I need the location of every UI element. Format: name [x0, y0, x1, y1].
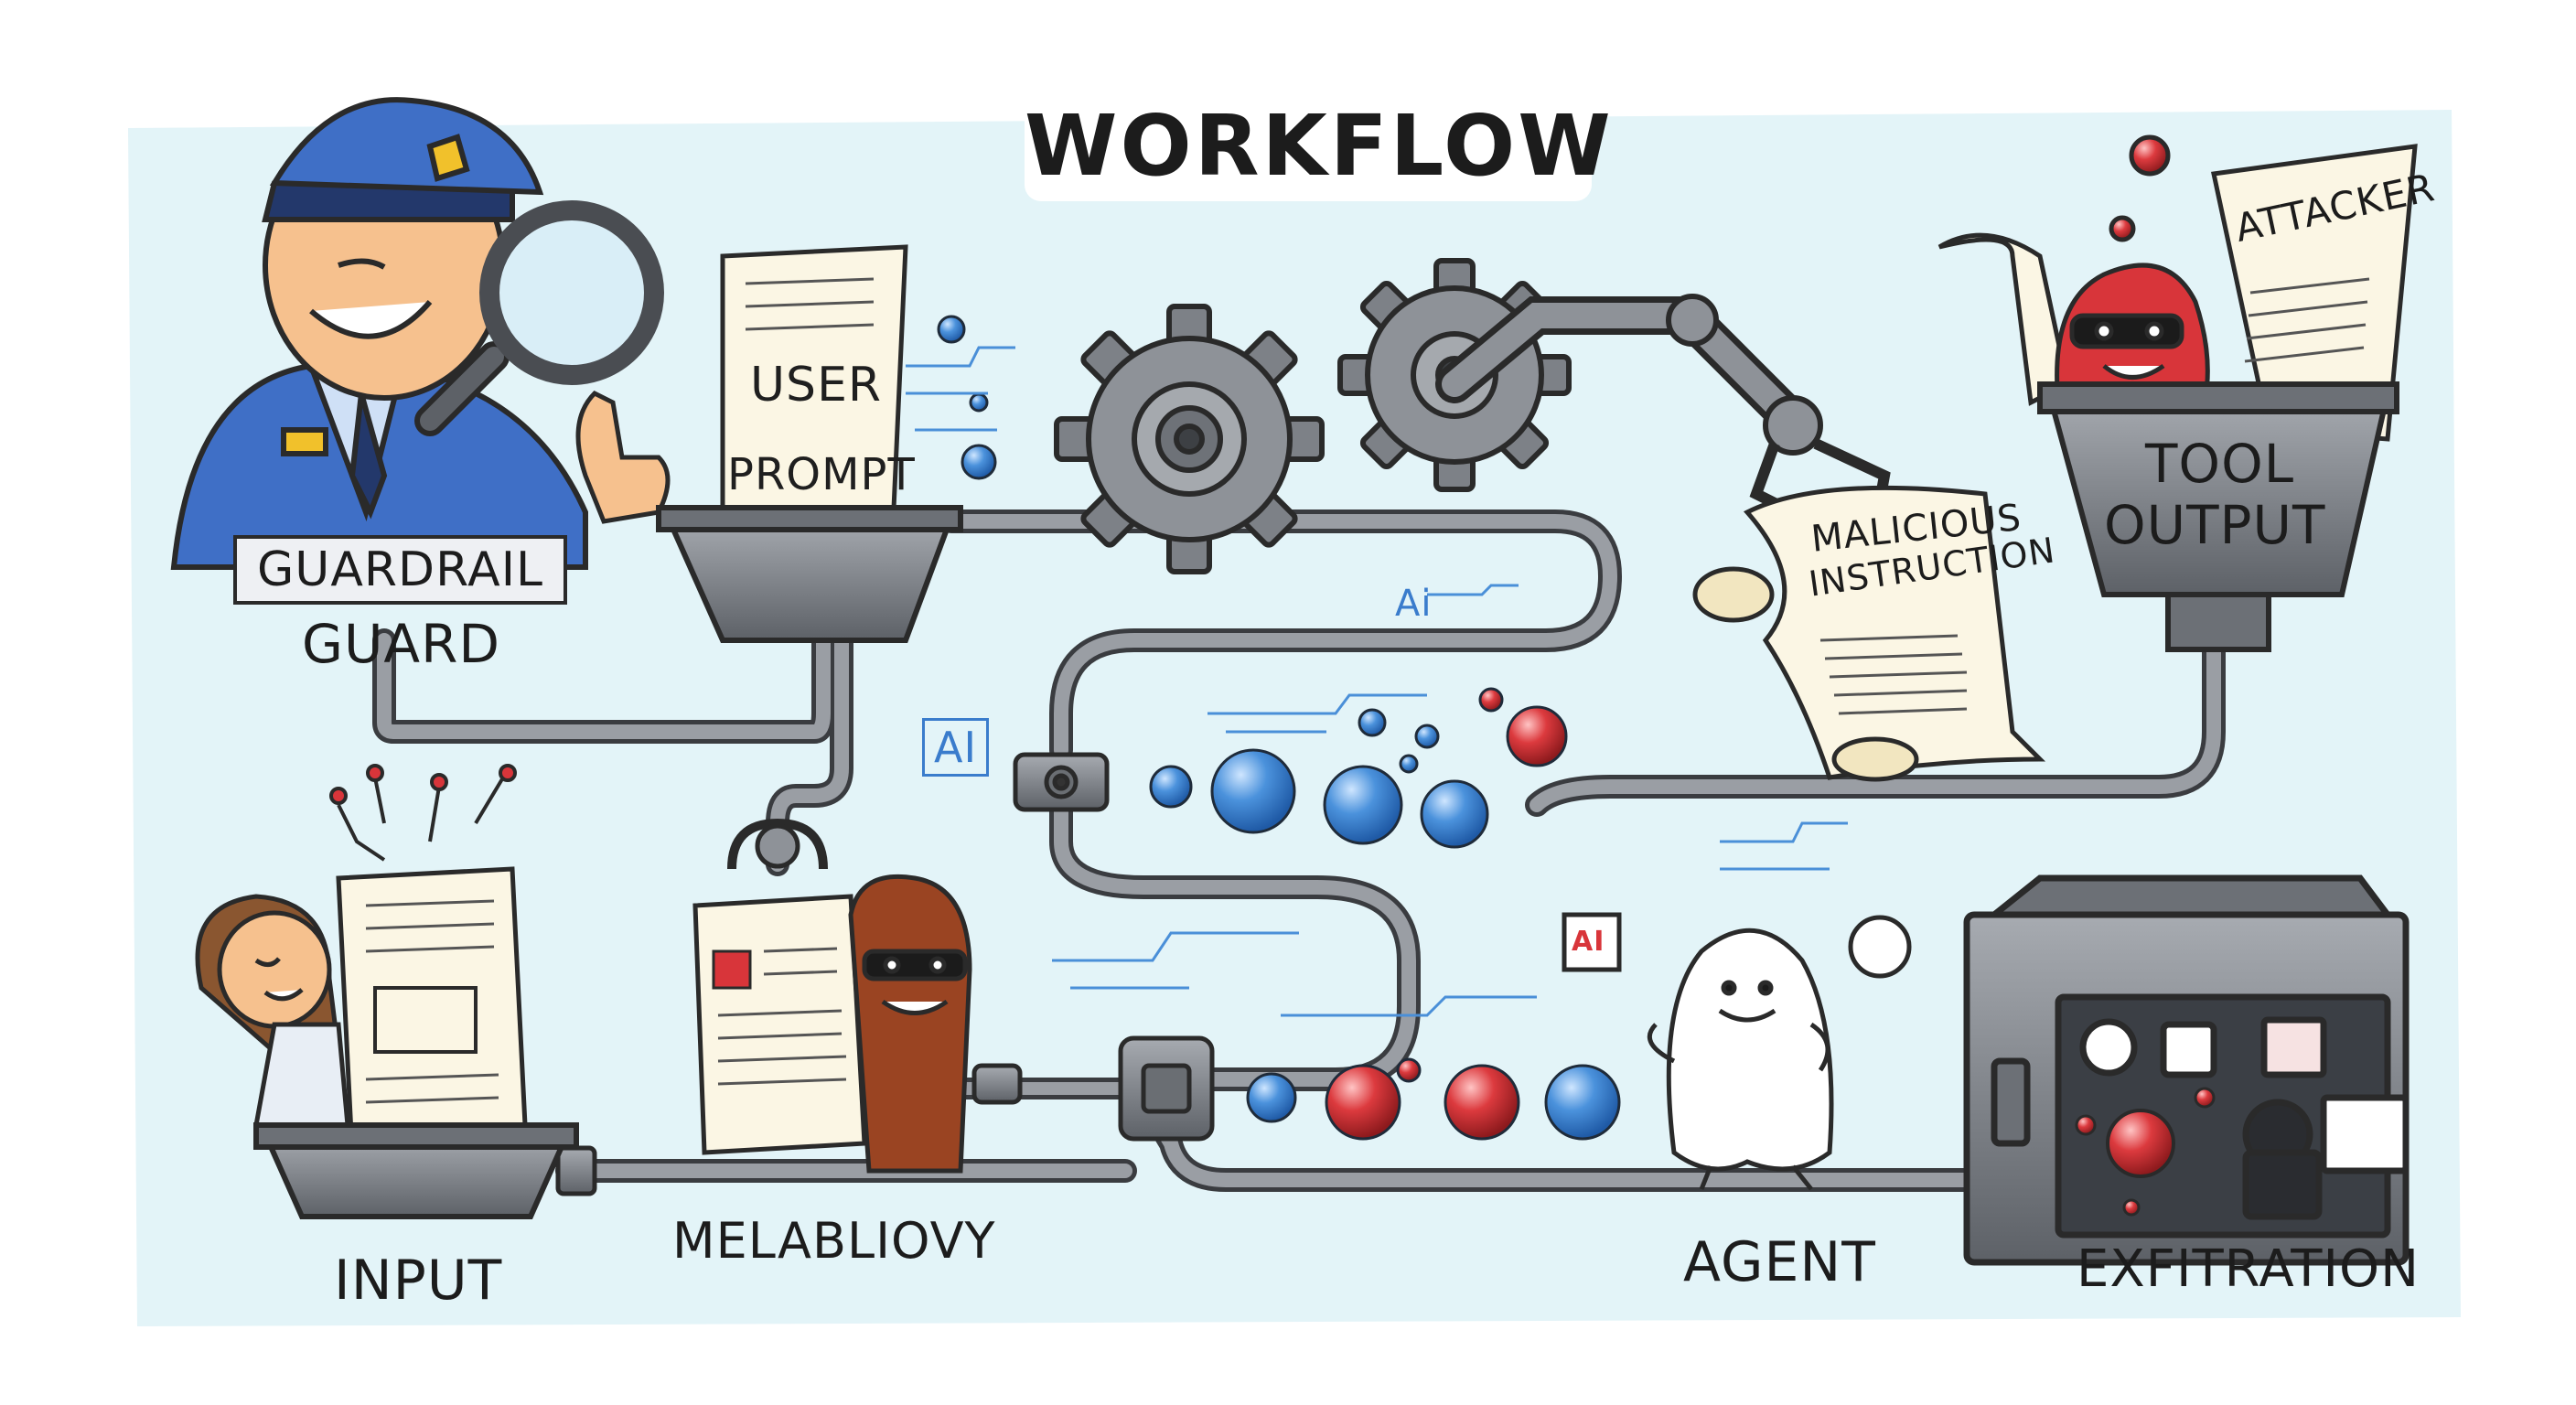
tool-output-label-output: OUTPUT: [2104, 494, 2326, 556]
melabliovy-label: MELABLIOVY: [672, 1212, 996, 1270]
guardrail-label: GUARDRAIL: [233, 535, 568, 605]
gear-icon: [1054, 304, 1325, 574]
user-girl-icon: [195, 894, 350, 1128]
hopper-icon: [2037, 381, 2399, 652]
thumbs-up-hand: [575, 390, 671, 524]
guard-label: GUARD: [302, 613, 501, 675]
pipe-network: [372, 509, 2226, 1192]
police-guard-icon: [170, 97, 588, 570]
signal-lines: [329, 764, 517, 862]
ai-label-3: AI: [1572, 926, 1605, 958]
data-balls: [937, 315, 1621, 1141]
safe-machine-icon: [1963, 874, 2410, 1266]
user-prompt-label-user: USER: [750, 358, 883, 413]
scroll-icon: [1692, 485, 2046, 782]
circuit-traces: [906, 346, 1848, 1017]
input-label: INPUT: [334, 1249, 503, 1313]
ai-label-1: Ai: [1395, 583, 1433, 625]
attacker-paper: [1937, 144, 2418, 442]
hopper-icon: [656, 505, 963, 643]
ai-label-2: AI: [922, 718, 990, 777]
hopper-icon: [253, 1122, 579, 1219]
pipe-valves: [555, 752, 1215, 1196]
robot-arm-icon: [1435, 294, 1891, 528]
attacker-blob-icon: [2055, 134, 2210, 405]
page-title: WORKFLOW: [1025, 91, 1611, 201]
masked-thief-icon: [848, 874, 972, 1174]
magnifying-glass-icon: [414, 200, 664, 436]
agent-ghost-icon: [1562, 912, 1912, 1191]
document-icon: [692, 818, 867, 1155]
agent-label: AGENT: [1683, 1230, 1876, 1294]
tool-output-label-tool: TOOL: [2145, 433, 2295, 495]
user-prompt-label-prompt: PROMPT: [727, 449, 916, 500]
exfitration-label: EXFITRATION: [2077, 1239, 2420, 1299]
document-icon: [336, 866, 529, 1155]
